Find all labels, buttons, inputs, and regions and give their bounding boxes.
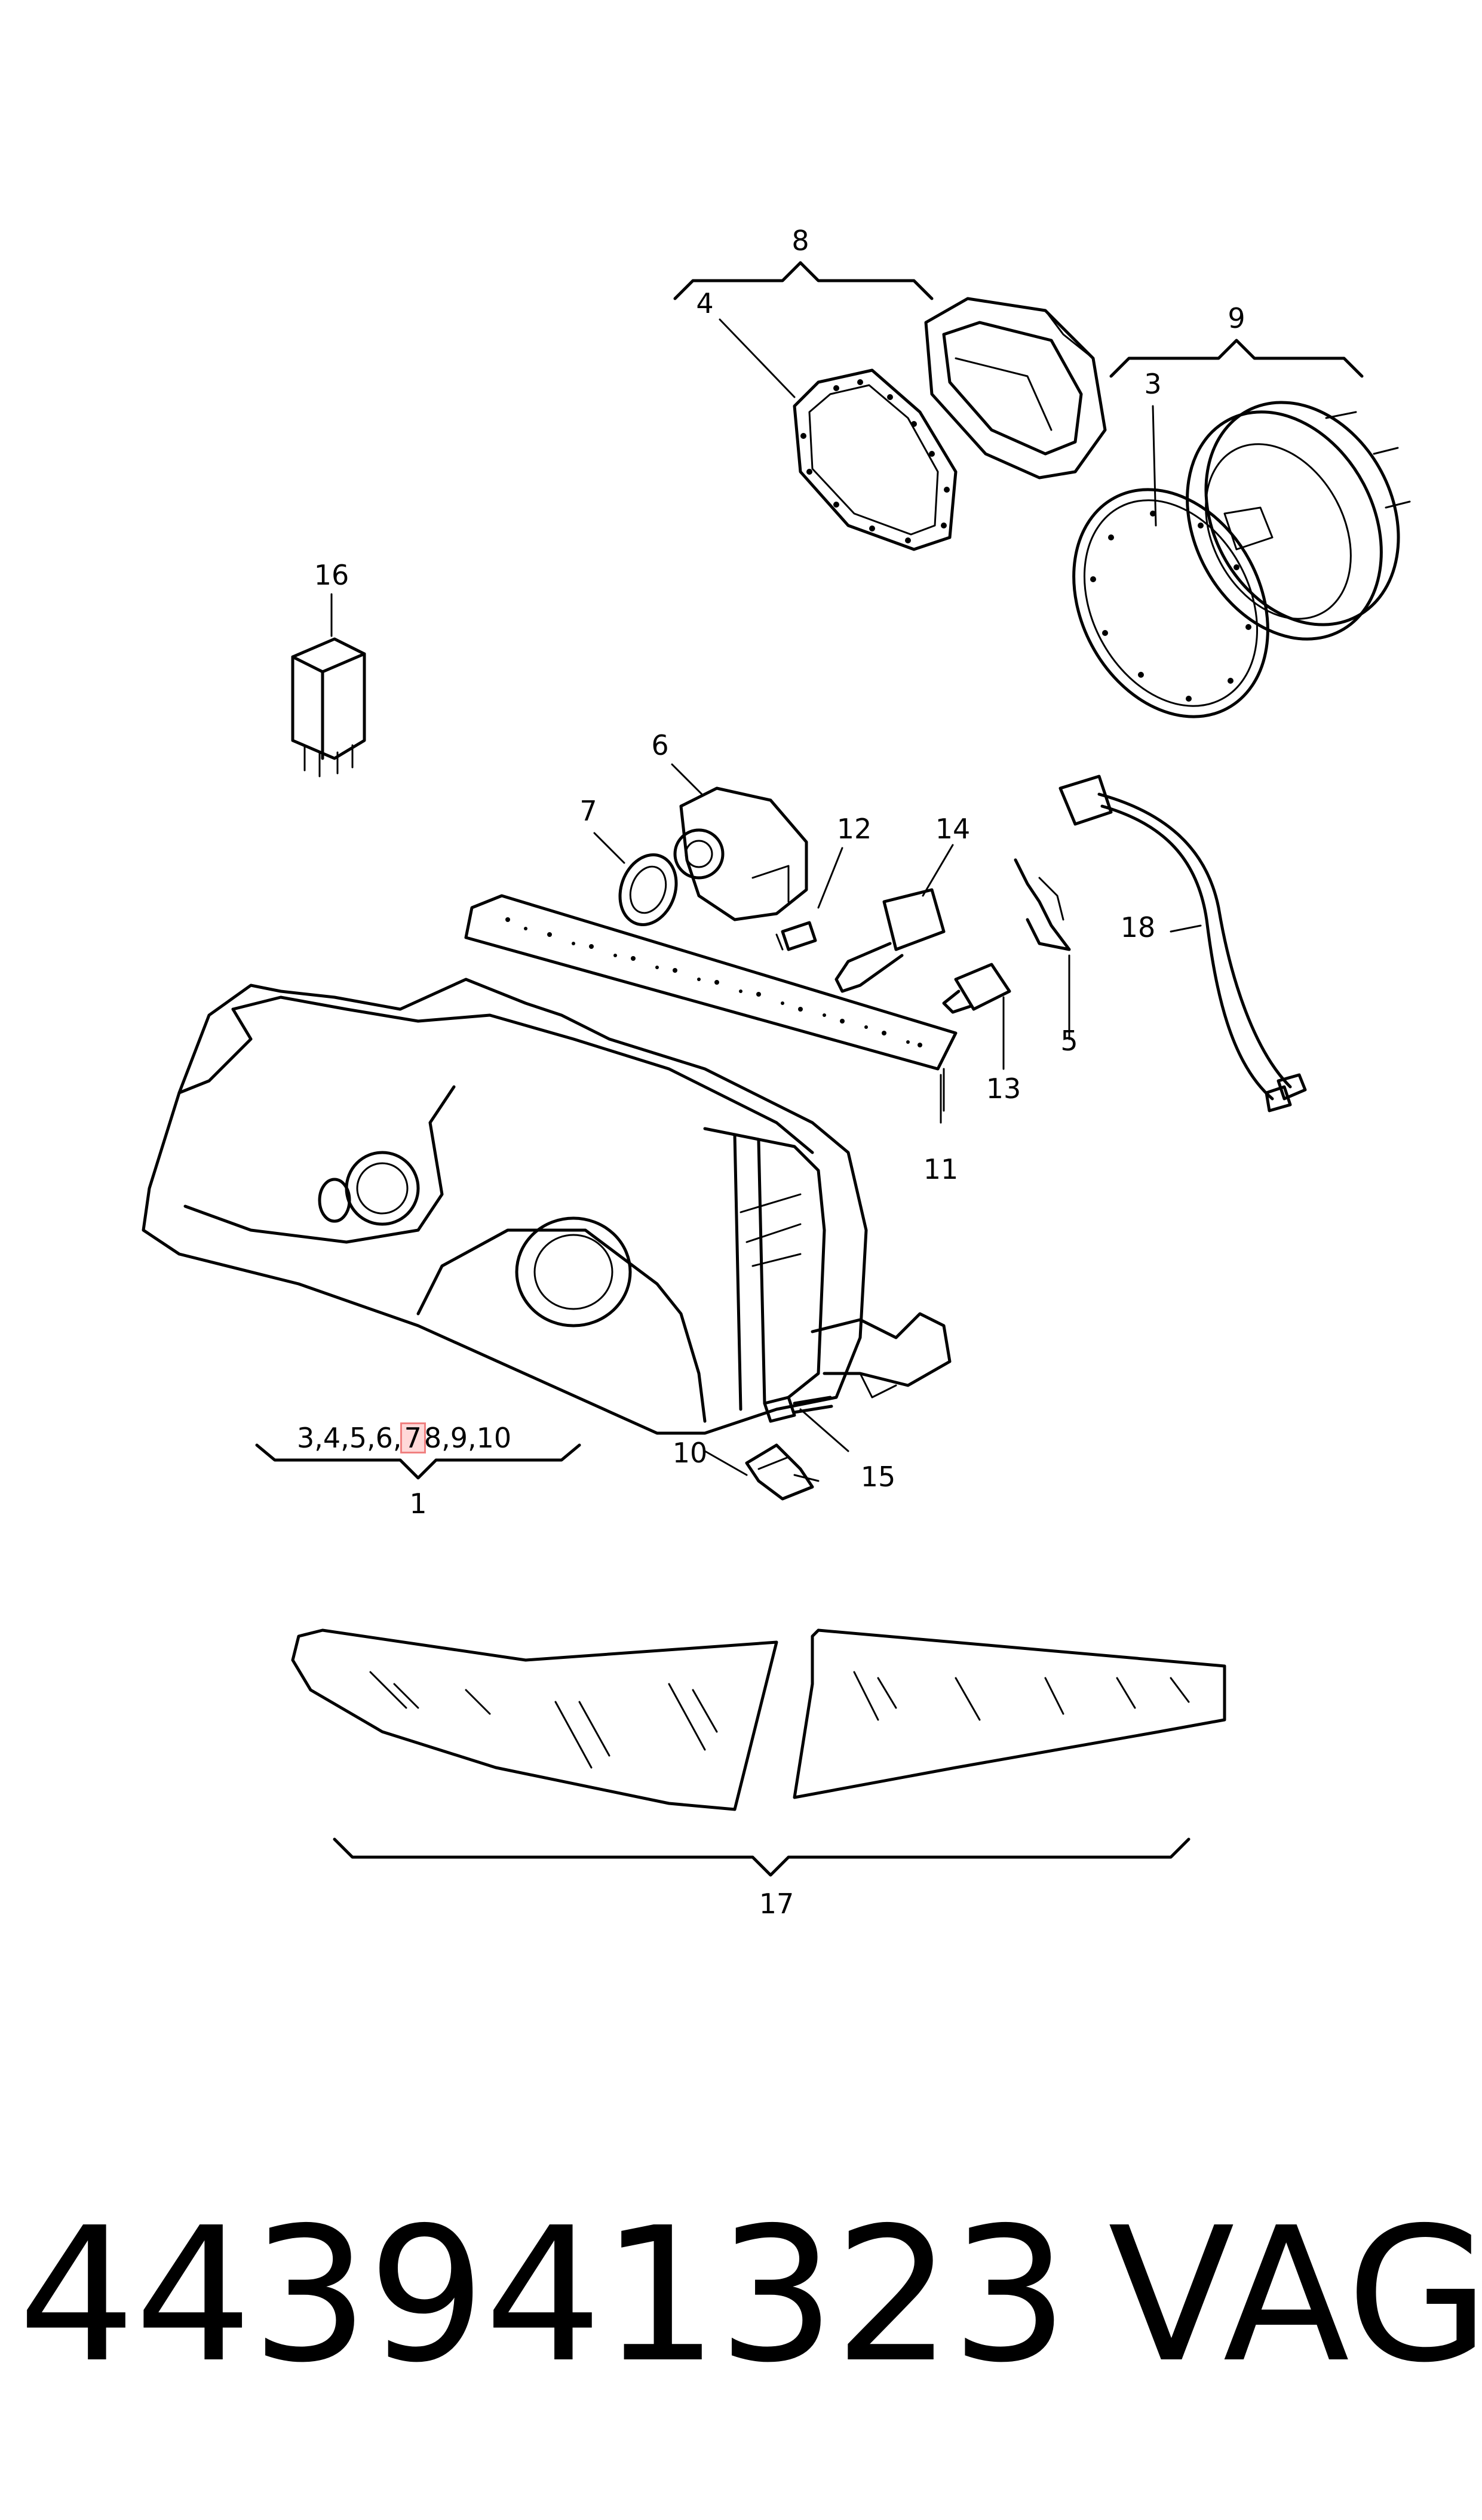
kit-list-highlighted-item[interactable]: 7 [400, 1422, 426, 1453]
callout-17: 17 [759, 1888, 794, 1920]
bracket-9 [1109, 339, 1364, 378]
callout-7: 7 [579, 795, 597, 827]
callout-4: 4 [696, 287, 714, 319]
lens-right-17 [793, 1628, 1226, 1799]
kit-list-before: 3,4,5,6, [297, 1422, 402, 1454]
screw-15 [763, 1396, 849, 1452]
brand-name: VAG [1108, 2188, 1482, 2404]
callout-1: 1 [409, 1488, 427, 1520]
lens-left-17 [291, 1628, 778, 1811]
headlight-assembly [142, 978, 952, 1435]
callout-9: 9 [1228, 302, 1245, 334]
kit-list-after: 8,9,10 [424, 1422, 512, 1454]
callout-14: 14 [935, 813, 971, 845]
clip-10 [704, 1443, 820, 1501]
callout-11: 11 [923, 1153, 959, 1185]
callout-3: 3 [1144, 368, 1162, 400]
relay-16 [291, 593, 366, 777]
h7-bulb-14 [834, 844, 954, 993]
leveling-motor-6 [671, 763, 808, 921]
round-cap-9 [1186, 401, 1411, 641]
callout-13: 13 [986, 1072, 1021, 1105]
exploded-headlight-diagram [142, 261, 1411, 1877]
callout-6: 6 [651, 729, 669, 761]
wiring-harness-18 [1058, 775, 1307, 1113]
bracket-17 [333, 1837, 1190, 1877]
callout-12: 12 [836, 813, 872, 845]
spring-clip-5 [1014, 858, 1071, 1040]
callout-5: 5 [1060, 1025, 1078, 1057]
dotted-strip-11 [464, 894, 958, 1124]
bracket-1 [255, 1443, 581, 1480]
small-bulb-12 [775, 847, 843, 951]
callout-8: 8 [791, 225, 809, 257]
kit-contents-list: 3,4,5,6,78,9,10 [297, 1422, 512, 1454]
bracket-8 [673, 261, 934, 300]
part-number: 443941323 [18, 2188, 1069, 2404]
ring-gasket-3 [1072, 405, 1269, 718]
callout-10: 10 [672, 1437, 708, 1469]
callout-15: 15 [860, 1461, 896, 1493]
bulb-13 [942, 963, 1011, 1070]
callout-16: 16 [314, 559, 349, 591]
callout-18: 18 [1120, 911, 1156, 944]
gasket-4 [719, 318, 958, 551]
housing-cap-8 [924, 297, 1107, 480]
gasket-ring-7 [593, 832, 678, 926]
